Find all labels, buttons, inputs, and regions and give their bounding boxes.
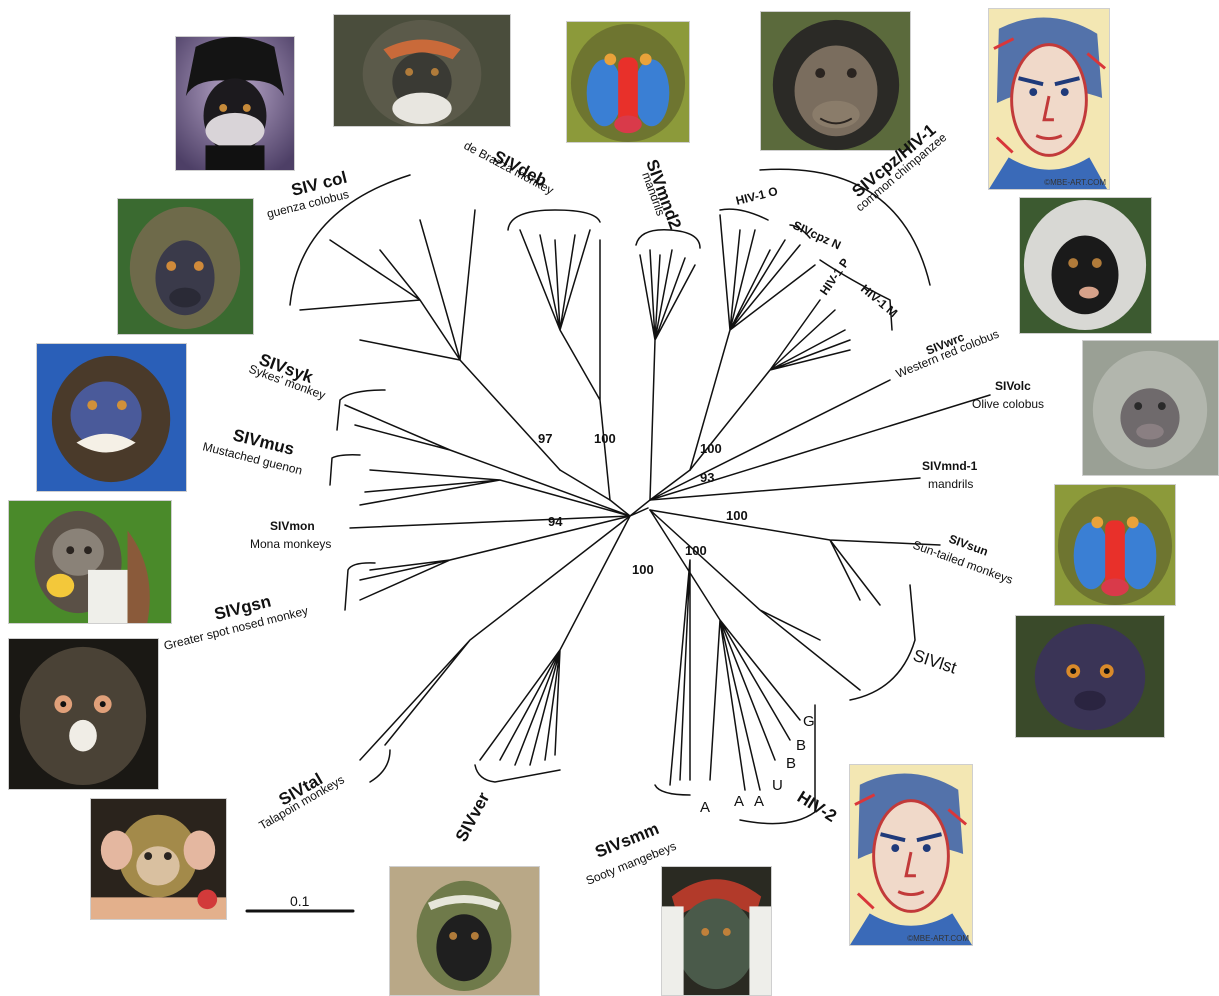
bootstrap-93: 93: [700, 470, 714, 485]
scale-bar-label: 0.1: [290, 893, 310, 909]
tip-hiv2-a3: A: [754, 793, 764, 810]
bootstrap-100-mnd1: 100: [726, 508, 748, 523]
bracket-syk: [337, 390, 385, 430]
host-siv-deb: de Brazza monkey: [462, 138, 556, 197]
tip-hiv2-b1: B: [786, 755, 796, 772]
label-hiv2: HIV-2: [794, 787, 840, 826]
tip-hiv2-a2: A: [734, 793, 744, 810]
bracket-mus: [330, 455, 360, 485]
bootstrap-100-deb: 100: [594, 431, 616, 446]
label-siv-olc: SIVolc: [995, 379, 1031, 393]
label-hiv1-m: HIV-1 M: [858, 282, 900, 321]
label-siv-mnd1: SIVmnd-1: [922, 459, 978, 473]
host-siv-mon: Mona monkeys: [250, 537, 331, 551]
tip-hiv2-a1: A: [700, 799, 710, 816]
label-siv-lst: SIVlst: [911, 646, 959, 678]
tip-hiv2-u: U: [772, 777, 783, 794]
tip-hiv2-g: G: [803, 713, 815, 730]
bracket-ver: [475, 765, 560, 782]
tip-hiv2-b2: B: [796, 737, 806, 754]
bracket-hiv1o: [720, 209, 768, 220]
host-siv-olc: Olive colobus: [972, 397, 1044, 411]
host-siv-mnd1: mandrils: [928, 477, 973, 491]
bootstrap-100-hiv1: 100: [700, 441, 722, 456]
bracket-mnd2: [636, 230, 700, 248]
bracket-tal: [370, 750, 390, 782]
label-hiv1-o: HIV-1 O: [734, 184, 779, 208]
bracket-deb: [508, 210, 600, 230]
bootstrap-94: 94: [548, 514, 563, 529]
bootstrap-97: 97: [538, 431, 552, 446]
label-siv-mon: SIVmon: [270, 519, 315, 533]
label-siv-ver: SIVver: [452, 789, 494, 845]
bootstrap-100-smm: 100: [632, 562, 654, 577]
bracket-smm: [655, 785, 690, 795]
bootstrap-100-lst: 100: [685, 543, 707, 558]
bracket-lst: [850, 585, 915, 700]
